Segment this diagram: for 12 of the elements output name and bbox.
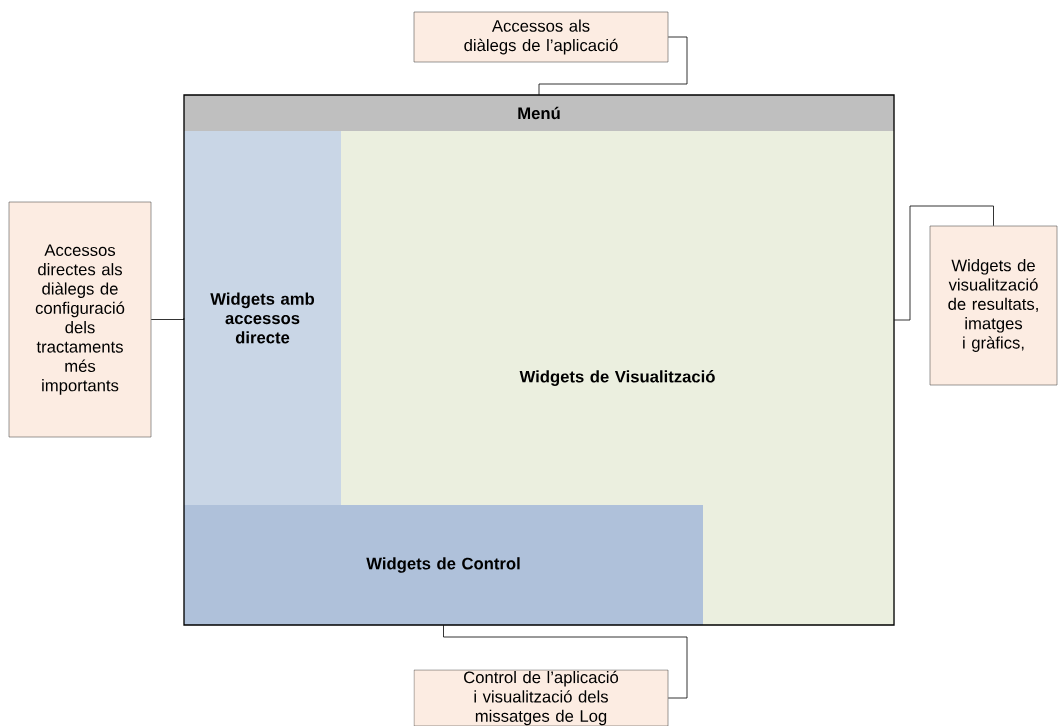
callout-box: Accessos directes als diàlegs de configuració dels tractaments més importants xyxy=(8,201,152,438)
side-panel: Widgets amb accessos directe xyxy=(184,131,341,505)
menu-bar: Menú xyxy=(184,95,894,131)
control-panel: Widgets de Control xyxy=(184,505,703,625)
leader-line xyxy=(538,36,688,96)
callout-box: Control de l’aplicació i visualització dels missatges de Log xyxy=(413,669,669,726)
callout-box: Widgets de visualització de resultats, imatges i gràfics, xyxy=(929,225,1058,386)
callout-box: Accessos als diàlegs de l’aplicació xyxy=(413,11,669,63)
leader-line xyxy=(150,317,185,320)
window-frame xyxy=(183,94,895,626)
leader-line xyxy=(443,624,688,699)
leader-line xyxy=(893,205,994,321)
